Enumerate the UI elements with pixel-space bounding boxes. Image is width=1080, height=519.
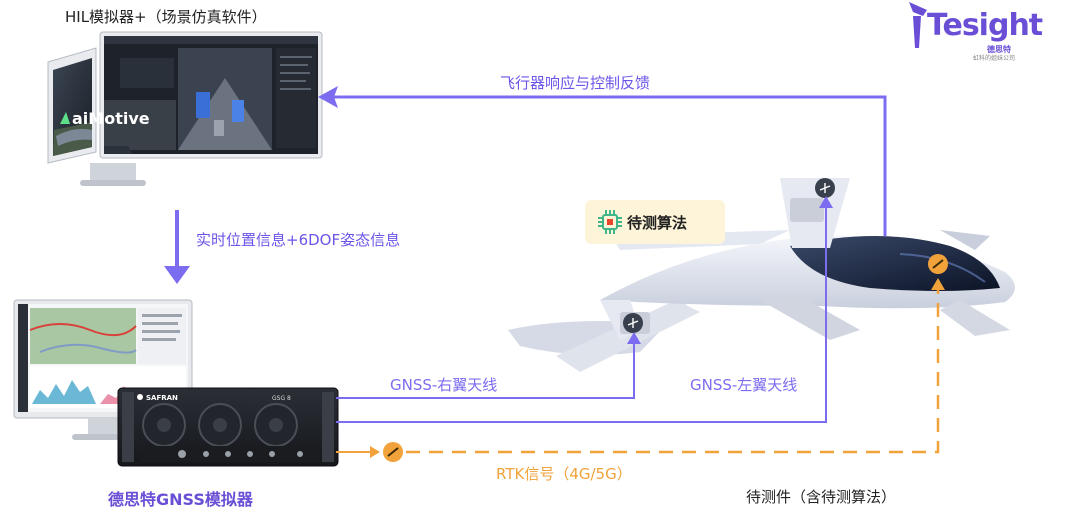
rtk-lead-arrowhead [370,446,380,458]
simulator-logo: aiMotive [72,109,150,128]
hil-title: HIL模拟器+（场景仿真软件） [65,8,267,26]
device-brand: SAFRAN [146,394,178,402]
position-info-label: 实时位置信息+6DOF姿态信息 [196,231,401,249]
tesight-logo: Tesight 德思特 虹科的姐妹公司 [903,0,1043,66]
hil-monitor: aiMotive [47,31,323,186]
feedback-label: 飞行器响应与控制反馈 [500,74,651,92]
device-model: GSG 8 [272,395,291,402]
position-arrowhead [164,266,190,284]
rtk-label: RTK信号（4G/5G） [496,465,632,483]
gnss-right-label: GNSS-右翼天线 [390,376,498,394]
gnss-simulator-device: SAFRAN GSG 8 [117,387,339,467]
gnss-left-arrowhead [819,196,833,208]
algorithm-box: 待测算法 [585,200,725,244]
brand-tagline: 虹科的姐妹公司 [973,55,1016,62]
feedback-path [330,95,887,236]
dut-caption: 待测件（含待测算法） [746,488,897,506]
rtk-arrowhead [931,278,945,290]
brand-cn-name: 德思特 [987,45,1011,54]
rtk-path [406,280,940,454]
gnss-right-path [336,336,635,399]
chip-icon [598,210,622,234]
algorithm-label: 待测算法 [627,214,688,232]
gnss-left-path [336,200,827,423]
brand-wordmark: Tesight [927,8,1043,43]
gnss-right-arrowhead [627,332,641,344]
tesight-logo-mark-icon [909,2,927,48]
feedback-arrowhead [318,86,338,108]
gnss-simulator-caption: 德思特GNSS模拟器 [108,490,253,509]
gnss-left-label: GNSS-左翼天线 [690,376,798,394]
